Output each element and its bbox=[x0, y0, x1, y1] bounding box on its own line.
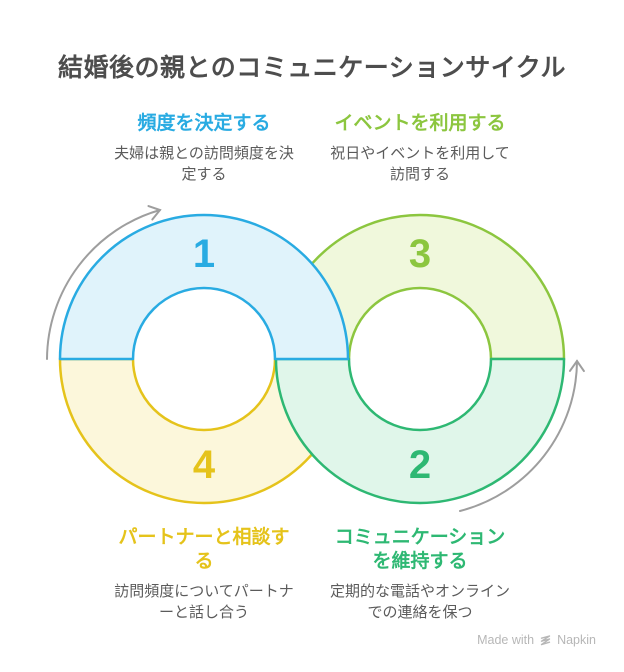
cycle-arrow-left bbox=[46, 205, 162, 360]
cycle-arrow-right bbox=[459, 359, 585, 512]
step-2-label: コミュニケーションを維持する bbox=[334, 527, 506, 572]
brand-name: Napkin bbox=[557, 633, 596, 647]
segment-3-number: 3 bbox=[409, 232, 431, 276]
napkin-logo-icon bbox=[540, 634, 551, 645]
step-2-description: 定期的な電話やオンラインでの連絡を保つ bbox=[329, 582, 510, 621]
segment-3 bbox=[274, 213, 566, 361]
step-1-label: 頻度を決定する bbox=[137, 113, 271, 134]
segment-4-number: 4 bbox=[193, 443, 216, 487]
step-3-block: イベントを利用する 祝日やイベントを利用して訪問する bbox=[310, 112, 530, 185]
segment-1-number: 1 bbox=[193, 232, 215, 276]
step-4-description: 訪問頻度についてパートナーと話し合う bbox=[114, 582, 294, 621]
step-4-block: パートナーと相談する 訪問頻度についてパートナーと話し合う bbox=[94, 526, 314, 623]
page-title: 結婚後の親とのコミュニケーションサイクル bbox=[57, 54, 566, 82]
step-3-description: 祝日やイベントを利用して訪問する bbox=[330, 144, 510, 184]
segment-2-number: 2 bbox=[409, 443, 431, 487]
segment-2 bbox=[274, 357, 566, 505]
step-1-block: 頻度を決定する 夫婦は親との訪問頻度を決定する bbox=[94, 112, 314, 185]
made-with-text: Made with bbox=[477, 633, 535, 647]
segment-1 bbox=[58, 213, 350, 361]
step-4-label: パートナーと相談する bbox=[118, 527, 290, 572]
step-2-block: コミュニケーションを維持する 定期的な電話やオンラインでの連絡を保つ bbox=[310, 526, 530, 623]
footer-credit: Made with Napkin bbox=[477, 633, 596, 647]
step-3-label: イベントを利用する bbox=[334, 113, 506, 134]
step-1-description: 夫婦は親との訪問頻度を決定する bbox=[114, 144, 294, 184]
